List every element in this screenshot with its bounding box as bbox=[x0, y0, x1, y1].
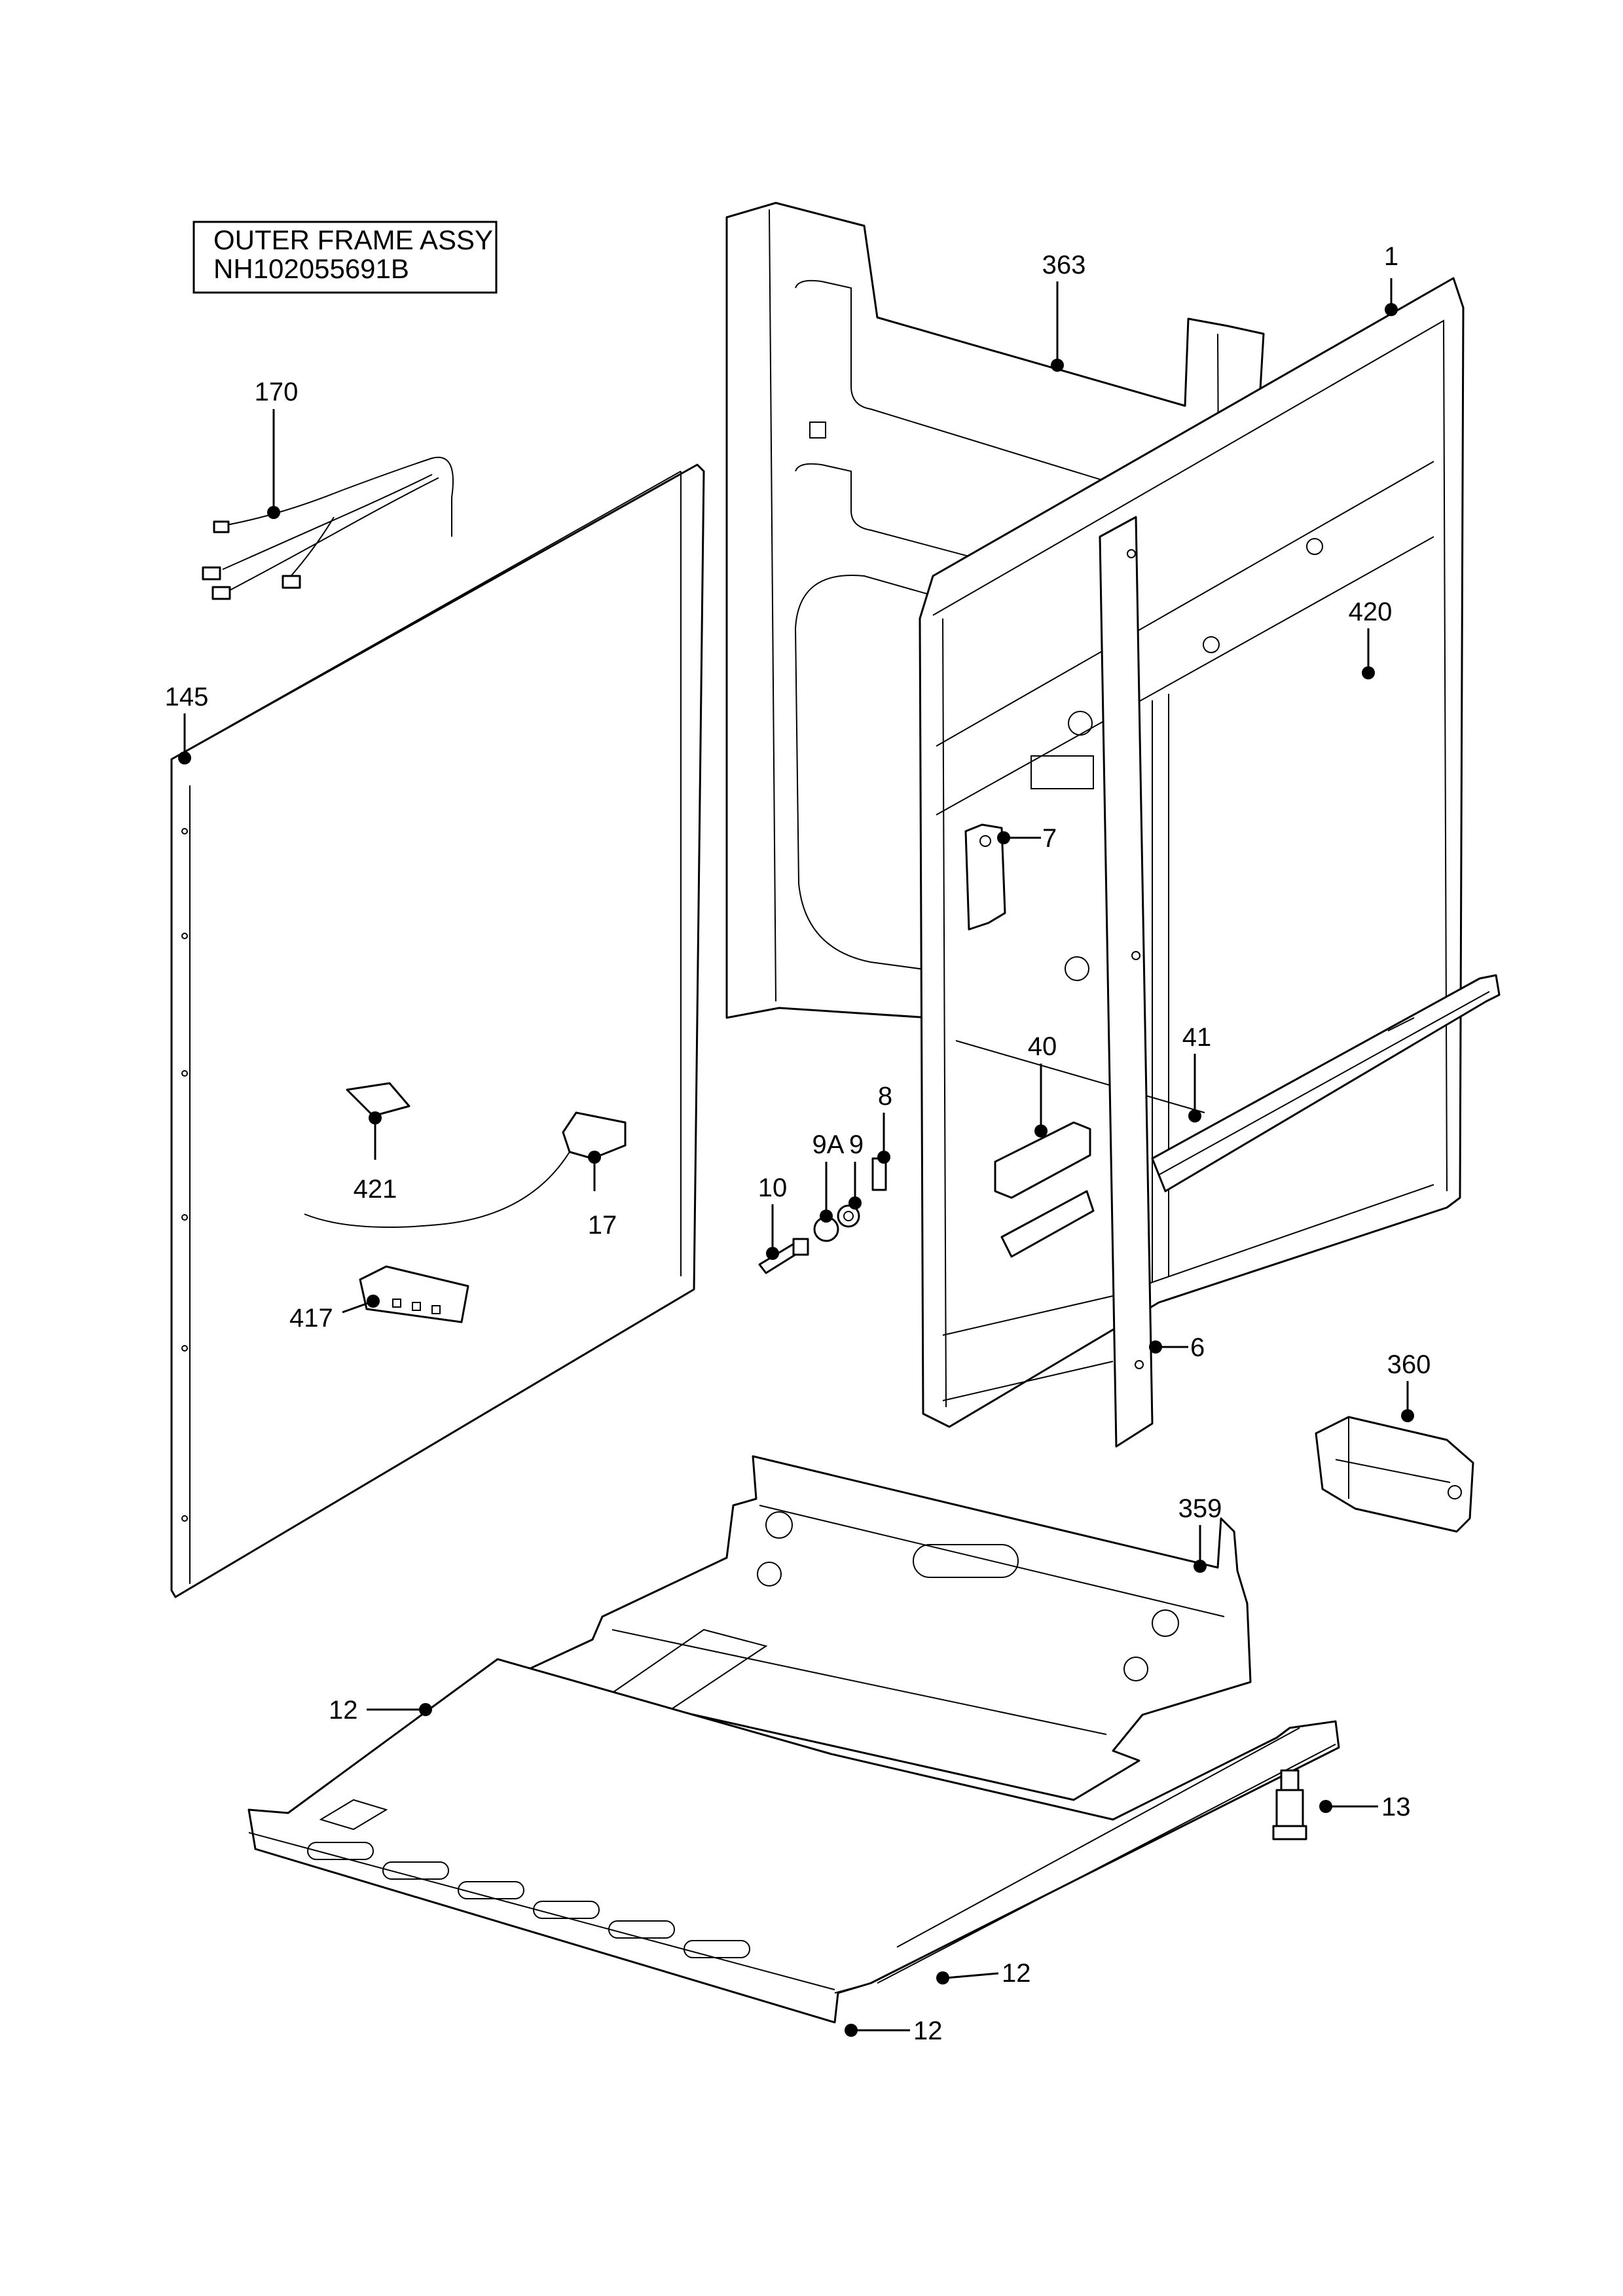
callout-13: 13 bbox=[1381, 1793, 1411, 1821]
callout-9: 9 bbox=[849, 1130, 864, 1159]
callout-6: 6 bbox=[1190, 1333, 1205, 1362]
part-145-side-panel bbox=[170, 463, 705, 1598]
callout-359: 359 bbox=[1178, 1494, 1222, 1523]
part-6-vertical-strip bbox=[1099, 516, 1154, 1448]
part-41-rail bbox=[1151, 974, 1501, 1193]
callout-420: 420 bbox=[1349, 598, 1393, 626]
part-170-wiring-harness bbox=[202, 456, 454, 600]
callout-145: 145 bbox=[165, 683, 209, 711]
part-7-switch bbox=[964, 823, 1006, 931]
title-box: OUTER FRAME ASSY NH102055691B bbox=[192, 221, 498, 294]
callout-leaders bbox=[178, 278, 1414, 2037]
part-10-bolt bbox=[758, 1238, 809, 1274]
assembly-title: OUTER FRAME ASSY bbox=[213, 224, 493, 255]
callout-170: 170 bbox=[255, 378, 299, 406]
callout-10: 10 bbox=[758, 1174, 788, 1202]
callout-8: 8 bbox=[878, 1082, 892, 1111]
callout-12-right: 12 bbox=[1002, 1959, 1031, 1988]
callout-360: 360 bbox=[1387, 1350, 1431, 1379]
callout-12-left: 12 bbox=[329, 1696, 358, 1725]
part-17-power-cable bbox=[304, 1111, 627, 1228]
callout-417: 417 bbox=[289, 1304, 333, 1333]
part-360-box bbox=[1315, 1416, 1474, 1533]
part-359-base-plate bbox=[500, 1455, 1252, 1801]
callout-17: 17 bbox=[588, 1211, 617, 1240]
part-13-foot bbox=[1272, 1769, 1307, 1840]
part-40-bracket bbox=[994, 1121, 1095, 1258]
callout-40: 40 bbox=[1028, 1032, 1057, 1061]
callout-7: 7 bbox=[1042, 824, 1057, 853]
callout-1: 1 bbox=[1384, 242, 1398, 271]
callout-41: 41 bbox=[1182, 1023, 1212, 1052]
assembly-code: NH102055691B bbox=[213, 253, 409, 284]
part-9-washer bbox=[837, 1204, 860, 1228]
part-12-bottom-tray bbox=[247, 1658, 1340, 2024]
part-421-clip bbox=[346, 1082, 410, 1117]
callout-labels: 1 363 170 145 420 7 40 41 8 9A 9 10 421 … bbox=[165, 242, 1431, 2045]
callout-9A: 9A bbox=[812, 1130, 845, 1159]
callout-363: 363 bbox=[1042, 251, 1086, 279]
callout-12-bottom: 12 bbox=[913, 2017, 943, 2045]
callout-421: 421 bbox=[354, 1175, 397, 1204]
